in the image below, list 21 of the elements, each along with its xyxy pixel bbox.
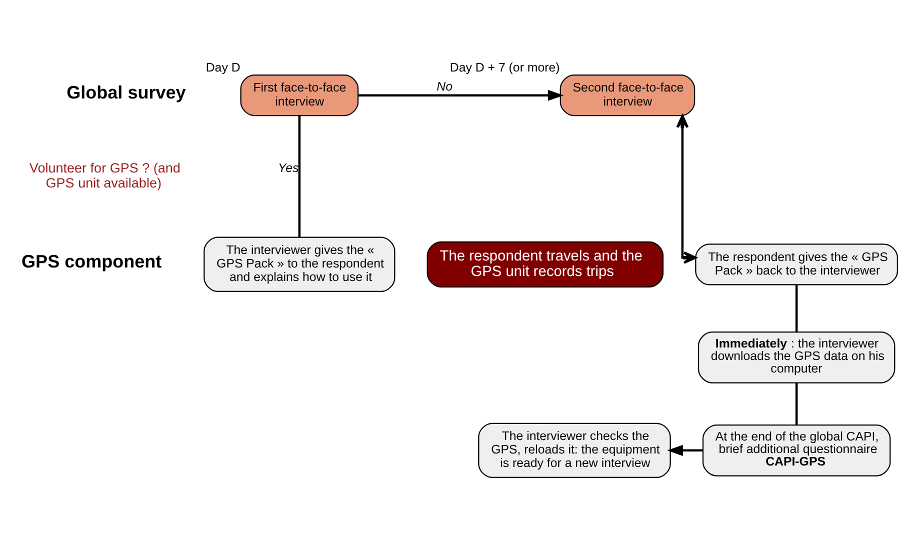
node-box: Second face-to-face interview	[560, 74, 696, 116]
node-box: Immediately : the interviewer downloads the GPS data on his computer	[698, 331, 896, 383]
label: Global survey	[66, 82, 186, 102]
connector	[795, 284, 798, 332]
node-box: The interviewer gives the « GPS Pack » to the respondent and explains how to use it	[204, 236, 396, 292]
node-box: The interviewer checks the GPS, reloads it: the equipment is ready for a new interview	[478, 422, 671, 478]
node-box: The respondent travels and the GPS unit records trips	[426, 240, 664, 288]
arrow	[676, 114, 697, 264]
node-label: Day D	[206, 60, 240, 74]
node-box: The respondent gives the « GPS Pack » back to the interviewer	[695, 243, 898, 285]
node-box: First face-to-face interview	[240, 74, 359, 116]
node-label: Day D + 7 (or more)	[450, 60, 560, 74]
edge-label: No	[436, 79, 452, 94]
label: Volunteer for GPS ? (and GPS unit available)	[29, 160, 180, 190]
node-box: At the end of the global CAPI, brief additional questionnaire CAPI-GPS	[702, 424, 891, 476]
arrow	[667, 444, 703, 456]
edge-label: Yes	[278, 160, 299, 174]
connector	[298, 115, 301, 237]
label: GPS component	[22, 251, 162, 272]
arrow	[358, 89, 564, 100]
connector	[795, 382, 798, 425]
